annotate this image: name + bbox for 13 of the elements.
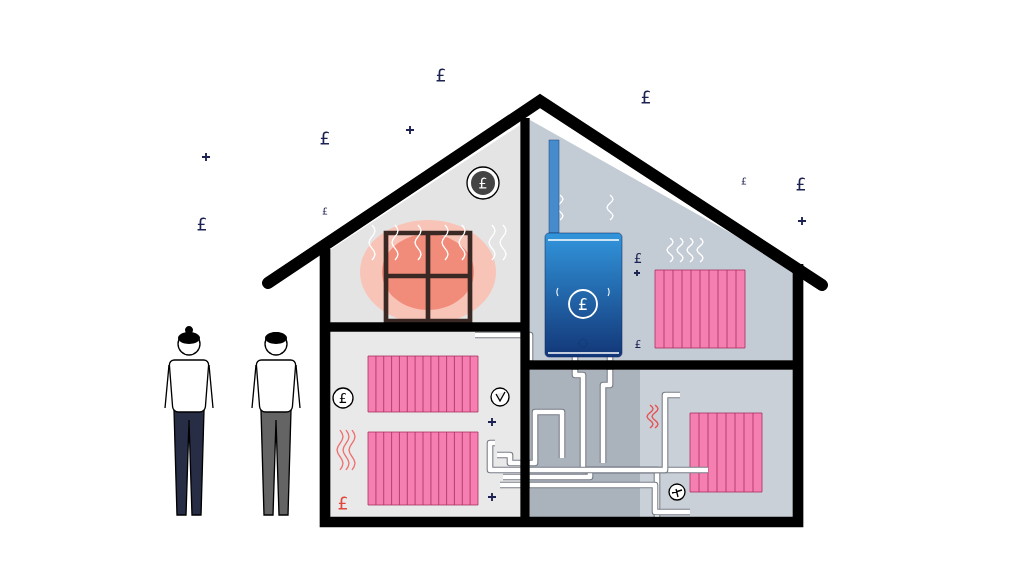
pound-sign: £: [796, 177, 805, 191]
pound-sign: £: [641, 90, 650, 104]
pound-badge: £: [466, 166, 500, 200]
pound-sign: £: [634, 253, 642, 263]
pound-sign: £: [635, 340, 641, 348]
pound-sign: £: [338, 496, 347, 510]
pound-sign: £: [322, 207, 328, 215]
pound-sign: £: [197, 217, 206, 231]
pound-sign: £: [436, 68, 445, 82]
pound-badge: £: [332, 387, 354, 409]
pound-badge: £: [568, 289, 598, 319]
pound-sign: £: [741, 177, 747, 185]
pound-sign: £: [320, 131, 329, 145]
